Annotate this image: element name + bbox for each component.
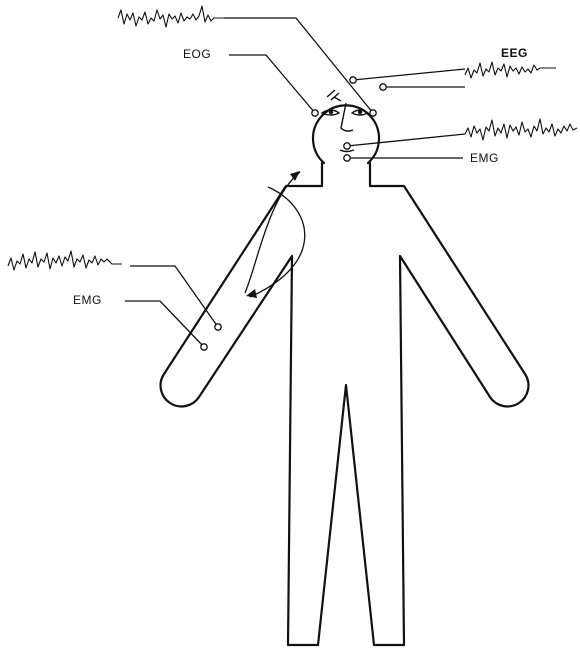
eeg-top-leader [224,18,373,113]
electrode-emg-chin-upper [344,143,350,149]
emg-chin-label: EMG [470,151,499,165]
electrode-emg-arm-upper [215,324,221,330]
human-figure [161,105,529,645]
eog-leader [229,55,315,113]
left-pupil [329,110,333,114]
emg-arm-label: EMG [73,293,102,307]
electrode-eog-left [312,110,318,116]
electrode-eeg-temporal [370,110,376,116]
electrode-eeg-side [380,84,386,90]
eeg-group: EEG [353,46,556,87]
electrode-eeg-vertex [350,77,356,83]
eeg-label: EEG [501,46,528,60]
electrode-emg-arm-lower [201,344,207,350]
electrode-emg-chin-lower [344,155,350,161]
eog-group: EOG [183,47,315,113]
emg-chin-group: EMG [347,119,577,165]
right-pupil [358,110,362,114]
emg-arm-group: EMG [8,251,218,347]
brow-mark [327,90,341,101]
eog-label: EOG [183,47,211,61]
body-outline [161,105,529,645]
eeg-leader-upper [353,69,465,80]
